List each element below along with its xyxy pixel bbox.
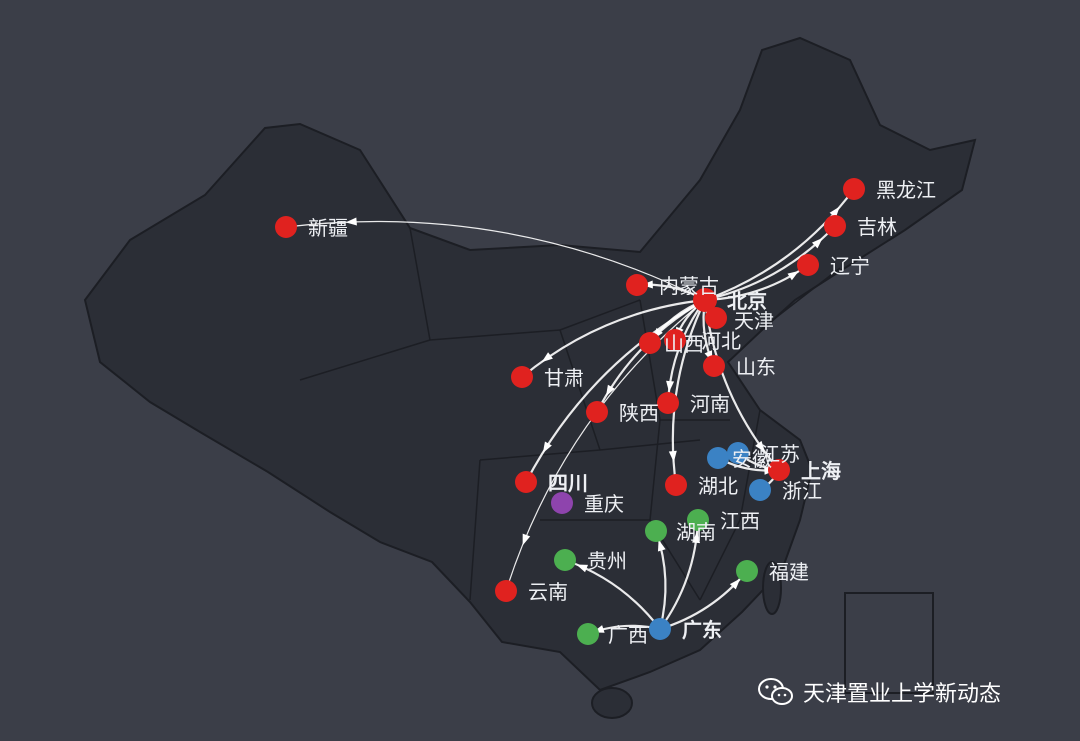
province-point[interactable] <box>275 216 297 238</box>
province-border <box>469 459 481 601</box>
route-line <box>671 299 706 486</box>
province-point[interactable] <box>577 623 599 645</box>
province-border <box>649 419 661 521</box>
province-label: 内蒙古 <box>659 274 719 298</box>
province-point[interactable] <box>511 366 533 388</box>
province-point[interactable] <box>664 329 686 351</box>
route-arrow-icon <box>666 380 675 393</box>
route-arrow-icon <box>345 217 357 226</box>
province-point[interactable] <box>749 479 771 501</box>
route-arrow-icon <box>657 539 666 552</box>
province-point[interactable] <box>665 474 687 496</box>
province-label: 辽宁 <box>830 254 870 278</box>
route-arrow-icon <box>522 533 531 546</box>
province-point[interactable] <box>768 459 790 481</box>
province-label: 新疆 <box>308 216 348 240</box>
province-label: 黑龙江 <box>876 178 936 202</box>
province-label: 贵州 <box>587 549 627 573</box>
province-label: 江西 <box>720 509 760 533</box>
province-border <box>409 227 431 341</box>
province-label: 甘肃 <box>544 366 584 390</box>
route-arrow-icon <box>668 450 677 463</box>
province-border <box>759 267 841 331</box>
province-label: 四川 <box>548 471 588 495</box>
province-point[interactable] <box>824 215 846 237</box>
taiwan-island <box>762 561 782 615</box>
province-border <box>639 299 661 421</box>
province-border <box>299 339 431 381</box>
hainan-island <box>591 687 633 719</box>
province-point[interactable] <box>586 401 608 423</box>
route-arrow-icon <box>541 352 553 363</box>
province-point[interactable] <box>693 288 717 312</box>
province-label: 安徽 <box>732 447 772 471</box>
province-label: 陕西 <box>619 401 659 425</box>
province-points <box>275 178 865 645</box>
province-label: 山西 <box>664 332 704 356</box>
province-label: 广西 <box>608 623 648 647</box>
province-point[interactable] <box>626 274 648 296</box>
province-point[interactable] <box>554 549 576 571</box>
province-point[interactable] <box>705 307 727 329</box>
province-label: 吉林 <box>857 215 897 239</box>
route-arrow-icon <box>729 578 741 590</box>
province-point[interactable] <box>515 471 537 493</box>
route-arrow-icon <box>542 441 552 454</box>
province-point[interactable] <box>727 442 749 464</box>
route-arrow-icon <box>811 237 823 249</box>
route-arrow-icon <box>755 440 766 453</box>
wechat-icon <box>757 677 795 707</box>
route-line <box>521 298 706 378</box>
south-china-sea-inset <box>844 592 934 694</box>
province-point[interactable] <box>551 492 573 514</box>
province-point[interactable] <box>657 392 679 414</box>
province-label: 湖北 <box>698 474 738 498</box>
province-border <box>559 329 601 451</box>
province-point[interactable] <box>639 332 661 354</box>
province-label: 河南 <box>690 392 730 416</box>
province-point[interactable] <box>707 447 729 469</box>
province-border <box>559 299 641 331</box>
province-point[interactable] <box>703 355 725 377</box>
province-label: 湖南 <box>676 520 716 544</box>
province-label: 天津 <box>734 309 774 333</box>
footer-text: 天津置业上学新动态 <box>803 682 1002 707</box>
province-label: 广东 <box>682 618 722 642</box>
province-border <box>599 439 701 451</box>
province-point[interactable] <box>495 580 517 602</box>
province-point[interactable] <box>736 560 758 582</box>
province-label: 云南 <box>528 580 568 604</box>
province-point[interactable] <box>687 509 709 531</box>
route-arrow-icon <box>787 270 799 281</box>
province-point[interactable] <box>645 520 667 542</box>
province-label: 福建 <box>769 560 809 584</box>
province-label: 河北 <box>701 329 741 353</box>
province-label: 浙江 <box>782 479 822 503</box>
province-point[interactable] <box>797 254 819 276</box>
footer-brand: 天津置业上学新动态 <box>757 676 1001 708</box>
route-arrow-icon <box>829 206 840 218</box>
province-label: 北京 <box>727 289 767 313</box>
province-border <box>699 519 741 601</box>
province-label: 山东 <box>736 355 776 379</box>
route-line <box>704 188 855 302</box>
province-point[interactable] <box>649 618 671 640</box>
route-arrow-icon <box>692 531 701 544</box>
province-label: 江苏 <box>760 442 800 466</box>
route-line <box>285 220 706 301</box>
province-label: 上海 <box>801 459 841 483</box>
route-arrow-icon <box>605 384 615 397</box>
province-border <box>429 329 561 341</box>
province-point[interactable] <box>843 178 865 200</box>
route-arrow-icon <box>576 564 589 573</box>
province-label: 重庆 <box>584 492 624 516</box>
province-border <box>479 449 601 461</box>
province-border <box>739 409 761 521</box>
